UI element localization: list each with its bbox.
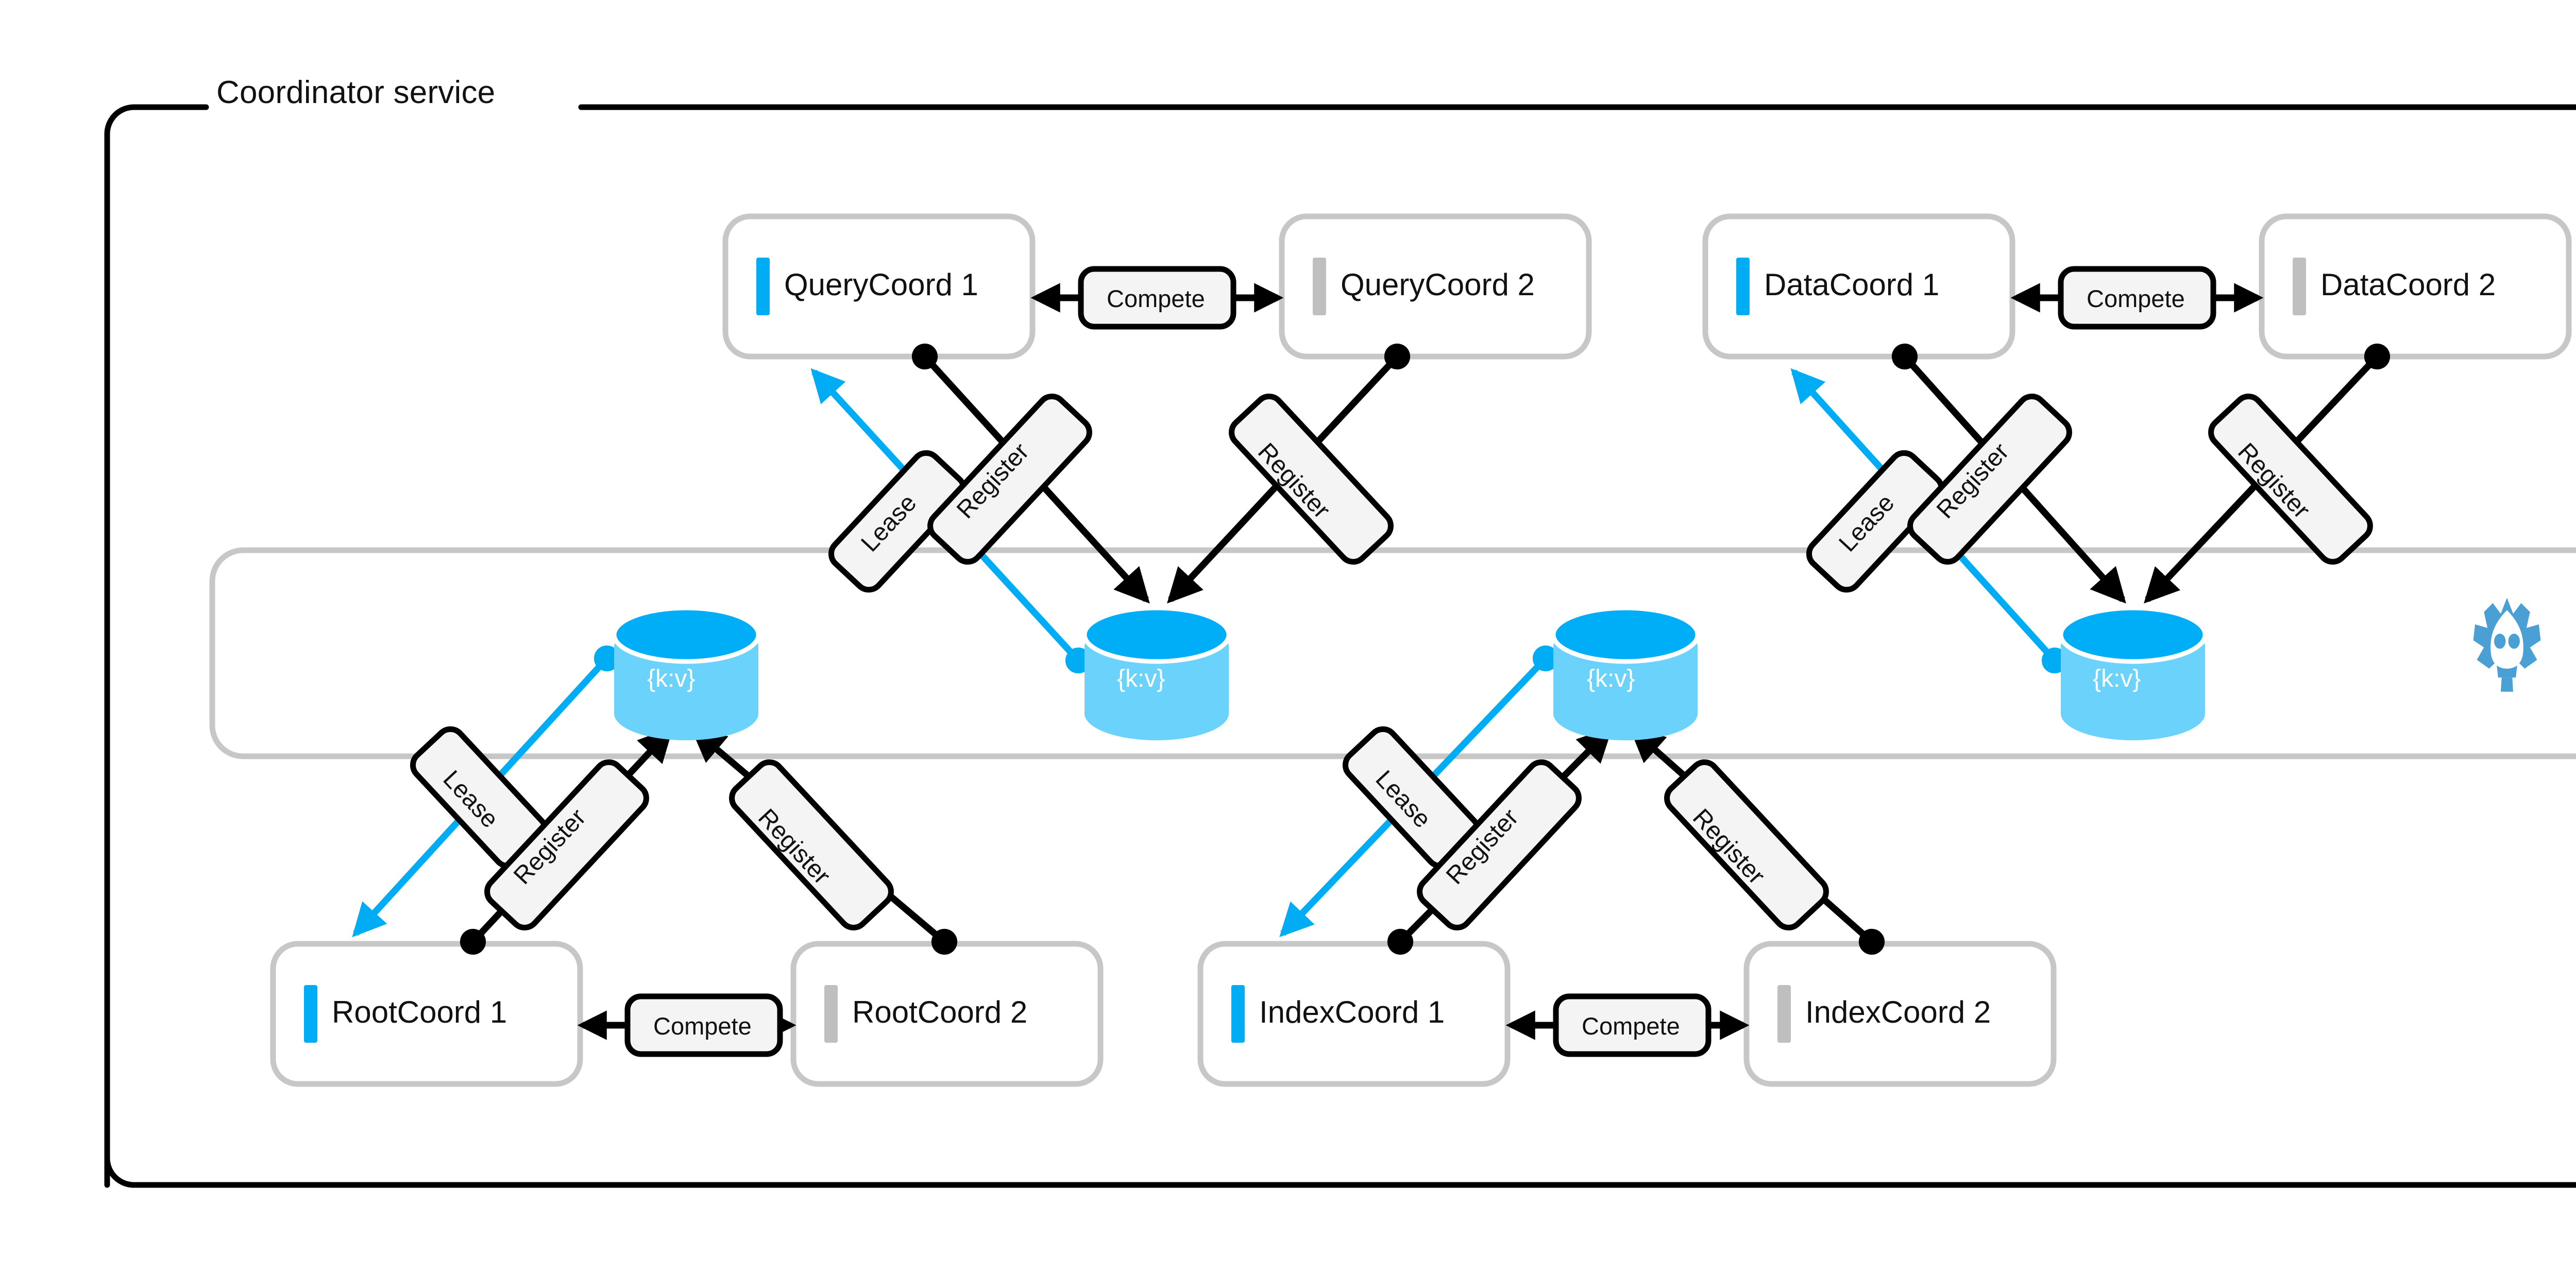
compete-label-box (1553, 993, 1711, 1057)
register-label-box-rc2 (729, 759, 894, 930)
etcd-owl-logo (2473, 598, 2541, 692)
status-bar-standby-icon (824, 985, 838, 1043)
node-label-datacoord-1: DataCoord 1 (1764, 267, 1940, 302)
register-label-box-dc1 (1907, 394, 2072, 565)
node-label-datacoord-2: DataCoord 2 (2320, 267, 2496, 302)
group-datacoord (1702, 213, 2572, 740)
group-indexcoord (1197, 605, 2057, 1087)
etcd-store-indexcoord (1551, 605, 1700, 740)
group-rootcoord (270, 605, 1104, 1087)
node-label-indexcoord-2: IndexCoord 2 (1805, 995, 1991, 1029)
node-label-querycoord-1: QueryCoord 1 (784, 267, 978, 302)
register-label-box-qc1 (927, 394, 1092, 565)
group-querycoord (722, 213, 1592, 740)
register-label-box-qc2 (1229, 394, 1394, 565)
register-label-box-ic1 (1417, 759, 1582, 930)
compete-label-box (624, 993, 783, 1057)
register-label-box-dc2 (2208, 394, 2373, 565)
kv-store-label-dc: {k:v} (2093, 665, 2141, 692)
kv-store-label-qc: {k:v} (1117, 665, 1165, 692)
etcd-store-datacoord (2058, 605, 2208, 740)
kv-store-label-rc: {k:v} (647, 665, 696, 692)
node-label-querycoord-2: QueryCoord 2 (1341, 267, 1535, 302)
lease-label-box-qc (828, 450, 967, 593)
etcd-store-querycoord (1082, 605, 1231, 740)
coordinator-service-container (104, 104, 2576, 1188)
page-title: Coordinator service (216, 75, 496, 110)
etcd-band (209, 547, 2576, 759)
register-label-box-ic2 (1664, 759, 1829, 930)
node-label-rootcoord-2: RootCoord 2 (852, 995, 1028, 1029)
compete-label-box (2058, 266, 2216, 330)
status-bar-active-icon (1736, 258, 1750, 315)
node-label-indexcoord-1: IndexCoord 1 (1259, 995, 1445, 1029)
status-bar-active-icon (1231, 985, 1245, 1043)
status-bar-standby-icon (1313, 258, 1326, 315)
status-bar-active-icon (304, 985, 317, 1043)
etcd-store-rootcoord (612, 605, 761, 740)
status-bar-standby-icon (1777, 985, 1791, 1043)
compete-label-qc: Compete (1107, 285, 1205, 312)
status-bar-standby-icon (2293, 258, 2306, 315)
compete-label-box (1078, 266, 1236, 330)
lease-label-box-dc (1806, 450, 1945, 593)
compete-label-ic: Compete (1582, 1012, 1680, 1040)
compete-label-dc: Compete (2087, 285, 2185, 312)
node-label-rootcoord-1: RootCoord 1 (332, 995, 507, 1029)
kv-store-label-ic: {k:v} (1587, 665, 1635, 692)
register-label-box-rc1 (484, 759, 649, 930)
compete-label-rc: Compete (653, 1012, 752, 1040)
status-bar-active-icon (756, 258, 770, 315)
